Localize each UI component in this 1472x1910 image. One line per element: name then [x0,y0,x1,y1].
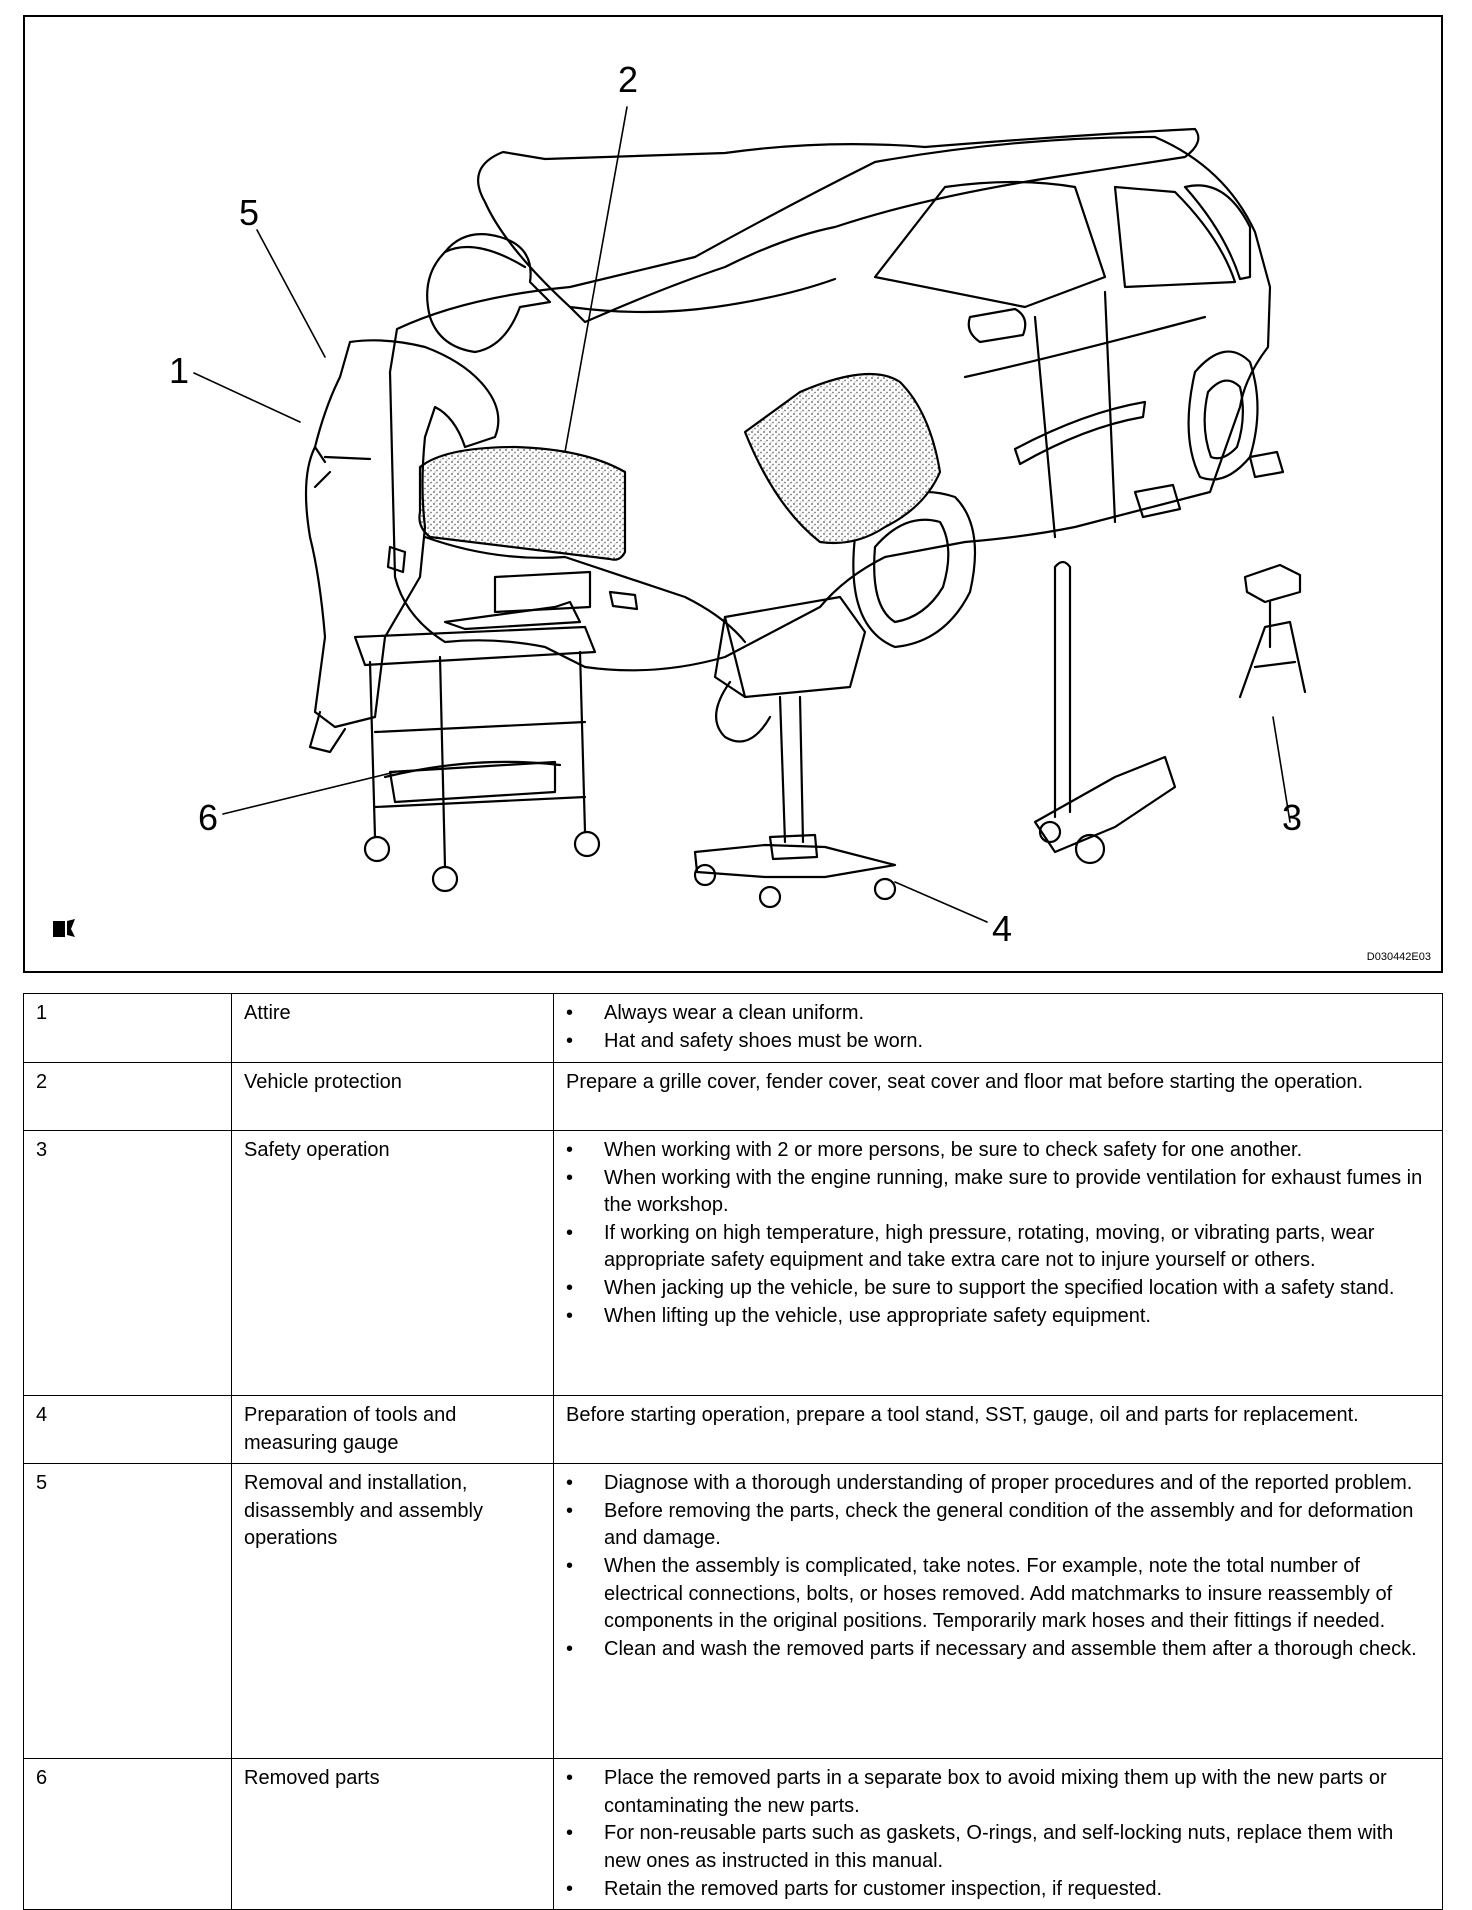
fender-cover [743,372,942,545]
workshop-illustration: 1 2 3 4 5 6 D030442E03 [23,15,1443,973]
list-item: Diagnose with a thorough understanding o… [566,1470,1434,1498]
row-number: 2 [23,1062,232,1131]
list-item: When working with 2 or more persons, be … [566,1137,1434,1165]
tool-cart [353,570,601,893]
row-number: 3 [23,1130,232,1396]
floor-jack [1033,560,1177,865]
figure-code: D030442E03 [1366,951,1431,963]
row-item: Attire [231,993,554,1063]
row-description: Before starting operation, prepare a too… [553,1394,1443,1465]
table-row: 2 Vehicle protection Prepare a grille co… [23,1062,1443,1131]
list-item: Hat and safety shoes must be worn. [566,1028,1434,1056]
illustration-drawing [193,106,1307,923]
row-number: 6 [23,1758,232,1910]
row-item: Vehicle protection [231,1062,554,1131]
work-instructions-table: 1 Attire Always wear a clean uniform. Ha… [23,993,1443,1910]
illustration-mark-icon [53,919,75,937]
row-description: Always wear a clean uniform. Hat and saf… [553,993,1443,1063]
list-item: Always wear a clean uniform. [566,1000,1434,1028]
row-number: 1 [23,993,232,1063]
row-item: Safety operation [231,1130,554,1396]
row-number: 5 [23,1463,232,1760]
row-description: Diagnose with a thorough understanding o… [553,1463,1443,1760]
row-item: Preparation of tools and measuring gauge [231,1394,554,1465]
callout-6: 6 [198,797,219,838]
list-item: When working with the engine running, ma… [566,1165,1434,1220]
list-item: When the assembly is complicated, take n… [566,1553,1434,1636]
callout-4: 4 [992,908,1013,949]
row-description: Prepare a grille cover, fender cover, se… [553,1062,1443,1131]
table-row: 6 Removed parts Place the removed parts … [23,1758,1443,1910]
callout-2: 2 [618,59,639,100]
grille-cover [418,445,627,561]
row-item: Removal and installation, disassembly an… [231,1463,554,1760]
table-row: 1 Attire Always wear a clean uniform. Ha… [23,993,1443,1063]
table-row: 3 Safety operation When working with 2 o… [23,1130,1443,1396]
list-item: If working on high temperature, high pre… [566,1220,1434,1275]
callout-5: 5 [239,192,260,233]
mechanic [304,233,552,754]
table-row: 4 Preparation of tools and measuring gau… [23,1394,1443,1465]
callout-3: 3 [1282,797,1303,838]
table-row: 5 Removal and installation, disassembly … [23,1463,1443,1760]
safety-stand [1238,563,1307,699]
list-item: Place the removed parts in a separate bo… [566,1765,1434,1820]
row-description: Place the removed parts in a separate bo… [553,1758,1443,1910]
row-description: When working with 2 or more persons, be … [553,1130,1443,1396]
tool-stand [693,595,897,909]
callout-1: 1 [169,350,190,391]
row-item: Removed parts [231,1758,554,1910]
list-item: When jacking up the vehicle, be sure to … [566,1275,1434,1303]
list-item: When lifting up the vehicle, use appropr… [566,1303,1434,1331]
list-item: Retain the removed parts for customer in… [566,1876,1434,1904]
row-number: 4 [23,1394,232,1465]
list-item: Clean and wash the removed parts if nece… [566,1636,1434,1664]
list-item: For non-reusable parts such as gaskets, … [566,1820,1434,1875]
leader-lines [193,106,1291,923]
list-item: Before removing the parts, check the gen… [566,1498,1434,1553]
